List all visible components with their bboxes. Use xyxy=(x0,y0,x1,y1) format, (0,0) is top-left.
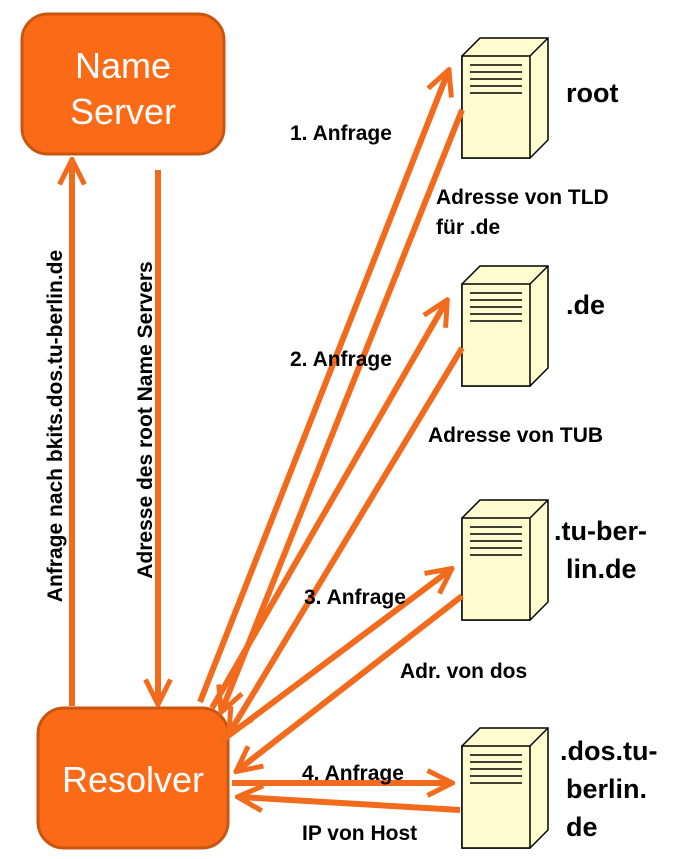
tu-berlin-server-label-line1: .tu-ber- xyxy=(554,516,647,546)
query-to-name-server-label: Anfrage nach bkits.dos.tu-berlin.de xyxy=(44,250,67,602)
tu-berlin-server-icon xyxy=(461,499,549,621)
query2-label: 2. Anfrage xyxy=(290,348,392,371)
de-server-icon xyxy=(461,265,549,387)
reply4-arrow xyxy=(240,797,461,813)
root-server-icon xyxy=(461,37,549,159)
dos-server-label-line1: .dos.tu- xyxy=(560,736,657,766)
reply2-label: Adresse von TUB xyxy=(428,424,603,447)
root-server-label: root xyxy=(566,78,618,108)
resolver-node: Resolver xyxy=(36,706,230,850)
name-server-label-line2: Server xyxy=(70,91,176,132)
reply1-label-line2: für .de xyxy=(436,216,500,239)
query1-arrow xyxy=(197,72,448,704)
query3-label: 3. Anfrage xyxy=(304,586,406,609)
name-server-label-line1: Name xyxy=(75,45,171,86)
reply1-arrow xyxy=(222,108,465,710)
name-server-node: Name Server xyxy=(20,12,226,156)
reply2-arrow xyxy=(230,346,465,732)
dos-server-label-line2: berlin. xyxy=(566,774,647,804)
dos-server-icon xyxy=(461,727,549,849)
query4-label: 4. Anfrage xyxy=(302,762,404,785)
de-server-label: .de xyxy=(566,290,605,320)
tu-berlin-server-label-line2: lin.de xyxy=(566,554,637,584)
resolver-label: Resolver xyxy=(62,759,204,800)
reply1-label-line1: Adresse von TLD xyxy=(436,186,609,209)
reply3-label: Adr. von dos xyxy=(400,660,527,683)
query2-arrow xyxy=(209,302,446,710)
reply-from-name-server-label: Adresse des root Name Servers xyxy=(134,261,157,579)
query3-arrow xyxy=(218,570,450,745)
dos-server-label-line3: de xyxy=(566,812,598,842)
reply3-arrow xyxy=(238,593,464,770)
query1-label: 1. Anfrage xyxy=(290,122,392,145)
reply4-label: IP von Host xyxy=(302,822,417,845)
